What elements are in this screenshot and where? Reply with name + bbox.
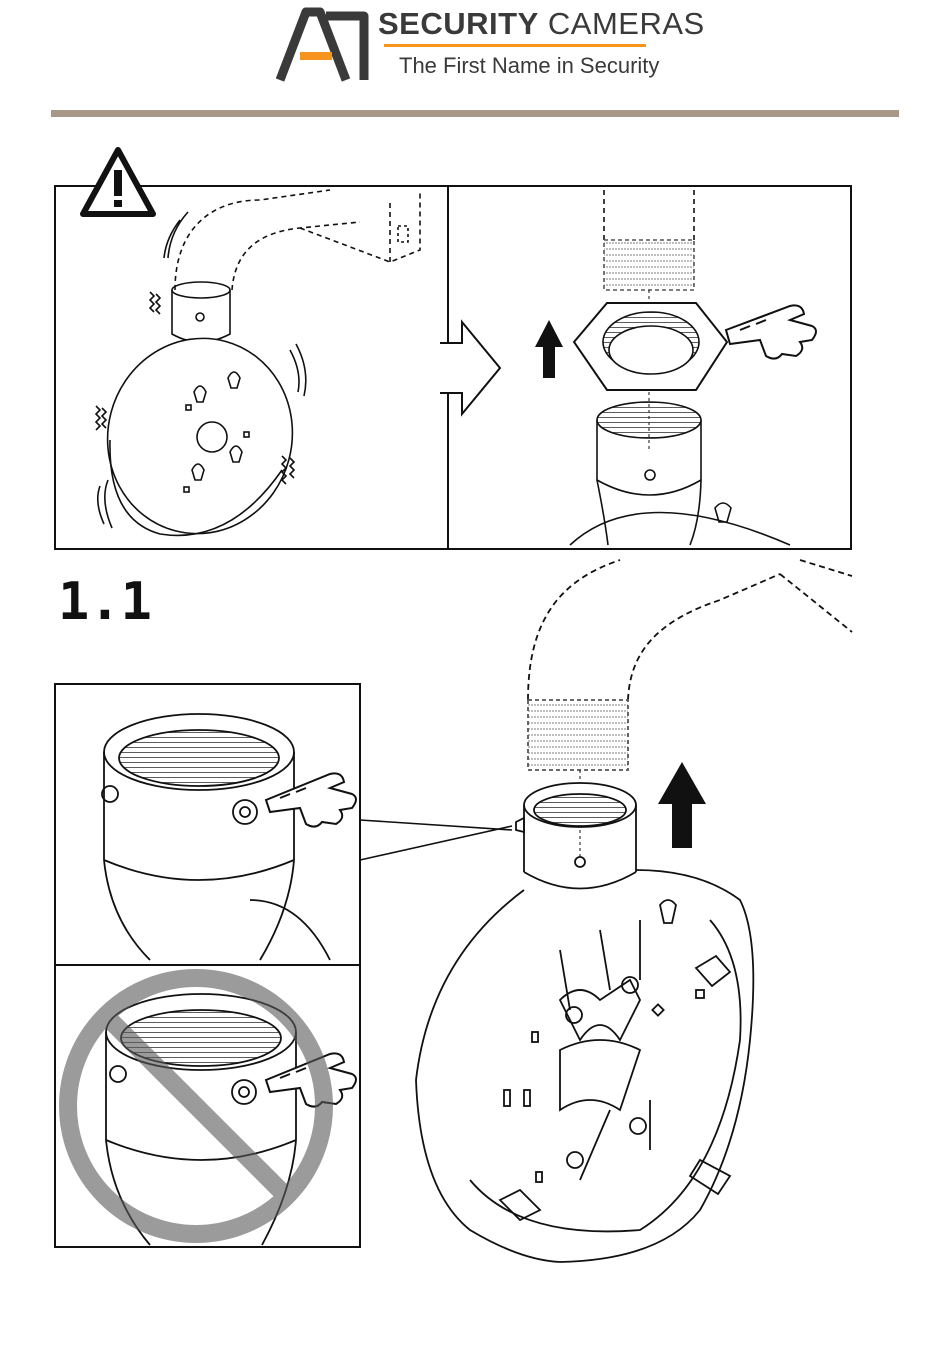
warning-triangle-icon [83, 150, 153, 214]
pointing-hand-icon [726, 305, 816, 358]
pointing-hand-icon [266, 773, 356, 826]
callout-lines [360, 820, 512, 860]
arrow-up-icon [535, 320, 563, 378]
arrow-up-icon [658, 762, 706, 848]
collar-detail-correct [102, 714, 330, 960]
lock-ring-illustration [570, 190, 790, 545]
main-mount-illustration [416, 560, 852, 1262]
wobbling-mount-illustration [86, 190, 420, 554]
